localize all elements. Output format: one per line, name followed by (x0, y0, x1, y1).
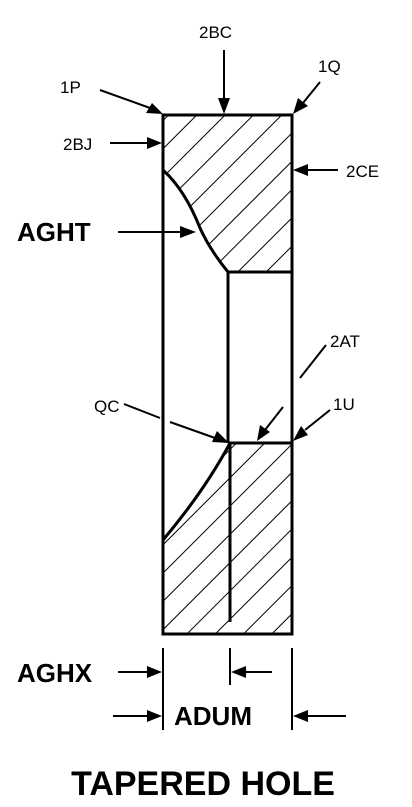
arrow-2at (257, 425, 270, 441)
label-2bj: 2BJ (63, 135, 92, 154)
label-qc: QC (94, 397, 120, 416)
arrow-1q (293, 98, 308, 114)
part-outline (161, 113, 294, 636)
arrow-adum-left (147, 710, 162, 722)
leader-2at-lower (264, 406, 284, 431)
arrow-1p (146, 103, 163, 114)
label-2at: 2AT (330, 332, 360, 351)
diagram-title: TAPERED HOLE (71, 765, 335, 803)
arrow-aghx-left (147, 666, 162, 678)
arrow-2bj (147, 137, 162, 149)
leader-1u (304, 409, 331, 431)
label-2ce: 2CE (346, 162, 379, 181)
label-adum: ADUM (174, 701, 252, 731)
lower-hatched-section (163, 443, 292, 634)
leader-qc-inner (169, 421, 216, 439)
label-aght: AGHT (17, 217, 91, 247)
arrow-aght (180, 226, 196, 238)
upper-taper-curve (161, 168, 230, 273)
arrow-1u (293, 426, 308, 441)
arrow-aghx-right (231, 666, 246, 678)
lower-taper-curve (161, 442, 232, 541)
arrow-2ce (293, 164, 308, 176)
leader-1q (302, 81, 321, 104)
label-1p: 1P (60, 78, 81, 97)
label-1q: 1Q (318, 57, 341, 76)
arrow-2bc (218, 98, 230, 114)
leader-2at (299, 344, 327, 379)
arrow-qc (212, 431, 229, 443)
label-aghx: AGHX (17, 658, 93, 688)
upper-hatched-section (163, 115, 292, 272)
label-1u: 1U (333, 395, 355, 414)
leader-1p (99, 89, 151, 109)
label-2bc: 2BC (199, 23, 232, 42)
arrow-adum-right (293, 710, 308, 722)
leader-qc-outer (123, 403, 161, 419)
